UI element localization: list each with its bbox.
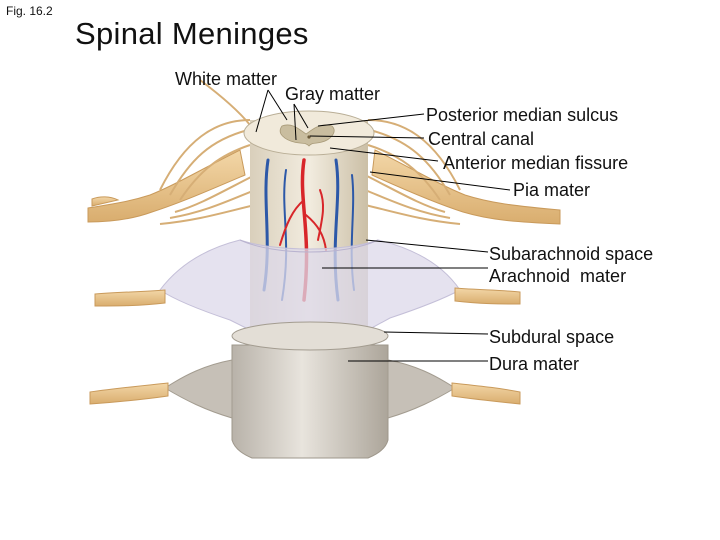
nerve-rootlets-upper-right — [364, 119, 461, 225]
spinal-nerve-lower — [89, 382, 521, 405]
label-posterior-median-sulcus: Posterior median sulcus — [426, 105, 619, 125]
leader-lines — [255, 89, 511, 362]
page-title: Spinal Meninges — [75, 16, 309, 51]
nerve-rootlets-upper-left — [159, 79, 256, 225]
label-dura-mater: Dura mater — [489, 354, 580, 374]
label-subdural-space: Subdural space — [489, 327, 615, 347]
label-white-matter: White matter — [175, 69, 278, 89]
central-canal-dot — [307, 135, 311, 139]
arachnoid-mater-layer — [159, 239, 461, 331]
spinal-nerve-upper-left — [87, 149, 246, 223]
gray-matter-region — [279, 124, 335, 147]
figure-number: Fig. 16.2 — [6, 4, 53, 18]
label-anterior-median-fissure: Anterior median fissure — [443, 153, 629, 173]
label-central-canal: Central canal — [428, 129, 535, 149]
dura-sleeve-right — [387, 359, 456, 419]
spinal-nerve-upper-right — [371, 149, 561, 225]
label-arachnoid-mater: Arachnoid mater — [489, 266, 627, 286]
dura-sleeve-left — [164, 359, 233, 419]
spinal-nerve-middle — [94, 287, 521, 307]
label-pia-mater: Pia mater — [513, 180, 591, 200]
dura-top-edge — [231, 321, 389, 351]
label-gray-matter: Gray matter — [285, 84, 381, 104]
label-subarachnoid-space: Subarachnoid space — [489, 244, 654, 264]
dura-mater-layer — [231, 344, 389, 459]
